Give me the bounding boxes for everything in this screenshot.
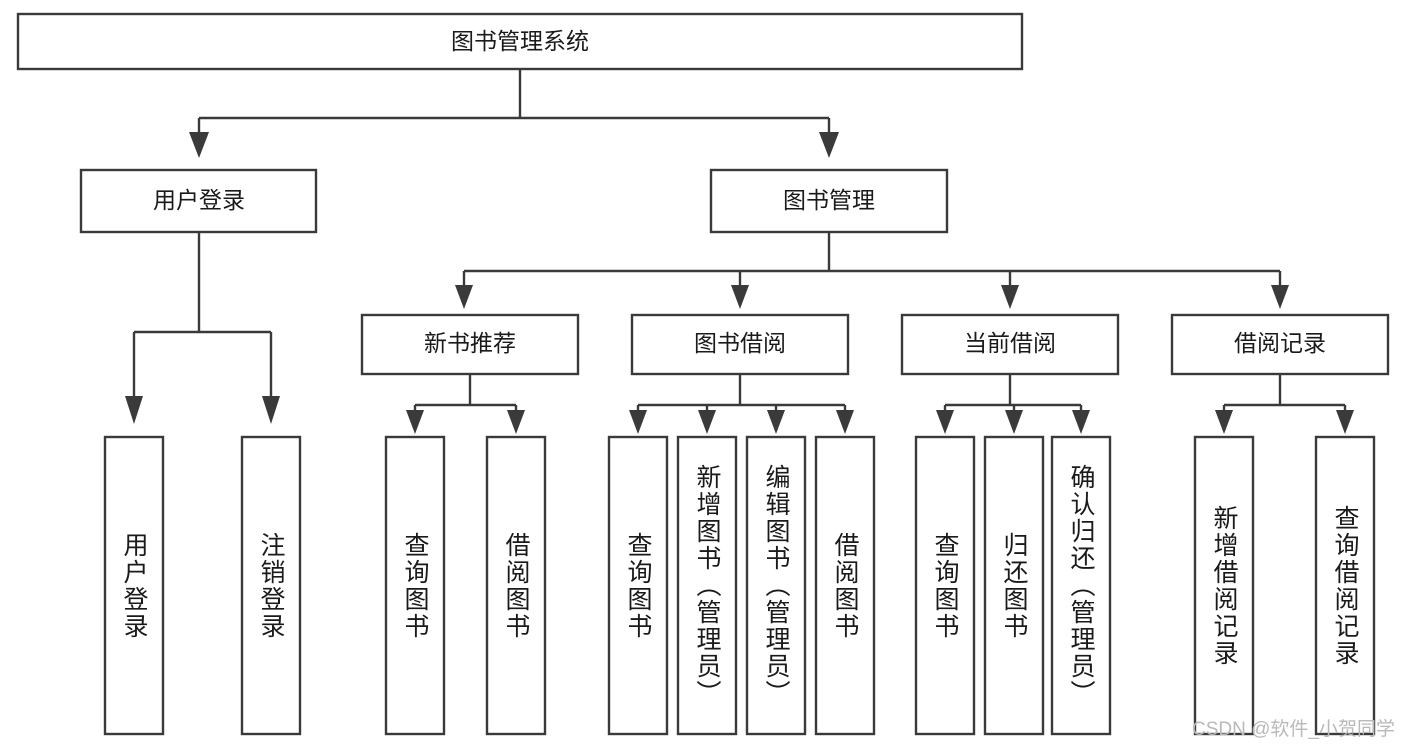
arrow-head-icon [1336,410,1354,434]
arrow-head-icon [629,410,647,434]
node-label: 当前借阅 [964,330,1056,356]
leaf-label-query-book-rec: 查询图书 [401,531,429,640]
leaf-box-rect-return-book[interactable] [983,435,1045,736]
node-current-borrow[interactable]: 当前借阅 [900,313,1120,376]
arrow-head-icon [1271,285,1289,309]
connector-new-book-recommend-to-leaves [406,374,525,434]
leaf-box-rect-add-book-admin[interactable] [676,435,738,736]
node-label: 借阅记录 [1234,330,1326,356]
arrow-head-icon [936,410,954,434]
node-label: 图书管理系统 [451,28,589,54]
leaf-box-rect-query-book-borrow[interactable] [607,435,669,736]
leaf-label-add-borrow-record: 新增借阅记录 [1210,504,1238,667]
connector-current-borrow-to-leaves [936,374,1090,434]
node-root[interactable]: 图书管理系统 [16,12,1024,71]
leaf-label-confirm-return-admin: 确认归还（管理员） [1067,464,1095,707]
node-box-rect [900,313,1120,376]
leaf-boxes [103,435,1376,736]
node-label: 用户登录 [153,187,245,213]
node-box-rect [709,168,949,234]
leaf-label-user-login: 用户登录 [120,531,148,640]
leaf-label-query-borrow-record: 查询借阅记录 [1331,504,1359,667]
arrow-head-icon [189,132,209,158]
node-new-book-recommend[interactable]: 新书推荐 [360,313,580,376]
leaf-label-borrow-book: 借阅图书 [831,531,859,640]
node-borrow-records[interactable]: 借阅记录 [1170,313,1390,376]
leaf-box-rect-add-borrow-record[interactable] [1193,435,1255,736]
leaf-box-rect-edit-book-admin[interactable] [745,435,807,736]
arrow-head-icon [698,410,716,434]
node-box-rect [16,12,1024,71]
arrow-head-icon [455,285,473,309]
node-box-rect [630,313,850,376]
arrow-head-icon [262,396,280,424]
connector-root-to-level2 [189,69,839,158]
leaf-label-query-book-cur: 查询图书 [931,531,959,640]
leaf-box-rect-user-login[interactable] [103,435,165,736]
connector-book-borrow-to-leaves [629,374,854,434]
leaf-box-rect-query-book-cur[interactable] [914,435,976,736]
leaf-box-rect-logout[interactable] [240,435,302,736]
arrow-head-icon [125,396,143,424]
node-box-rect [360,313,580,376]
node-label: 新书推荐 [424,330,516,356]
leaf-label-query-book-borrow: 查询图书 [624,531,652,640]
arrow-head-icon [1072,410,1090,434]
csdn-watermark: CSDN @软件_小贺同学 [1192,719,1395,740]
leaf-box-rect-borrow-book-rec[interactable] [485,435,547,736]
node-book-management[interactable]: 图书管理 [709,168,949,234]
leaf-label-borrow-book-rec: 借阅图书 [502,531,530,640]
arrow-head-icon [1001,285,1019,309]
node-box-rect [1170,313,1390,376]
leaf-label-logout: 注销登录 [257,531,285,640]
node-label: 图书借阅 [694,330,786,356]
leaf-box-rect-borrow-book[interactable] [814,435,876,736]
arrow-head-icon [819,132,839,158]
leaf-label-add-book-admin: 新增图书（管理员） [693,464,721,707]
connector-borrow-records-to-leaves [1215,374,1354,434]
leaf-label-return-book: 归还图书 [1000,531,1028,640]
arrow-head-icon [406,410,424,434]
node-label: 图书管理 [783,187,875,213]
node-user-login[interactable]: 用户登录 [79,168,318,234]
leaf-label-edit-book-admin: 编辑图书（管理员） [762,464,790,707]
leaf-box-rect-confirm-return-admin[interactable] [1050,435,1112,736]
connector-user-login-to-leaves [125,232,280,424]
arrow-head-icon [836,410,854,434]
node-book-borrow[interactable]: 图书借阅 [630,313,850,376]
arrow-head-icon [767,410,785,434]
arrow-head-icon [1005,410,1023,434]
arrow-head-icon [507,410,525,434]
node-box-rect [79,168,318,234]
arrow-head-icon [731,285,749,309]
arrow-head-icon [1215,410,1233,434]
leaf-box-rect-query-borrow-record[interactable] [1314,435,1376,736]
leaf-box-rect-query-book-rec[interactable] [384,435,446,736]
connector-book-management-to-level3 [455,232,1289,309]
